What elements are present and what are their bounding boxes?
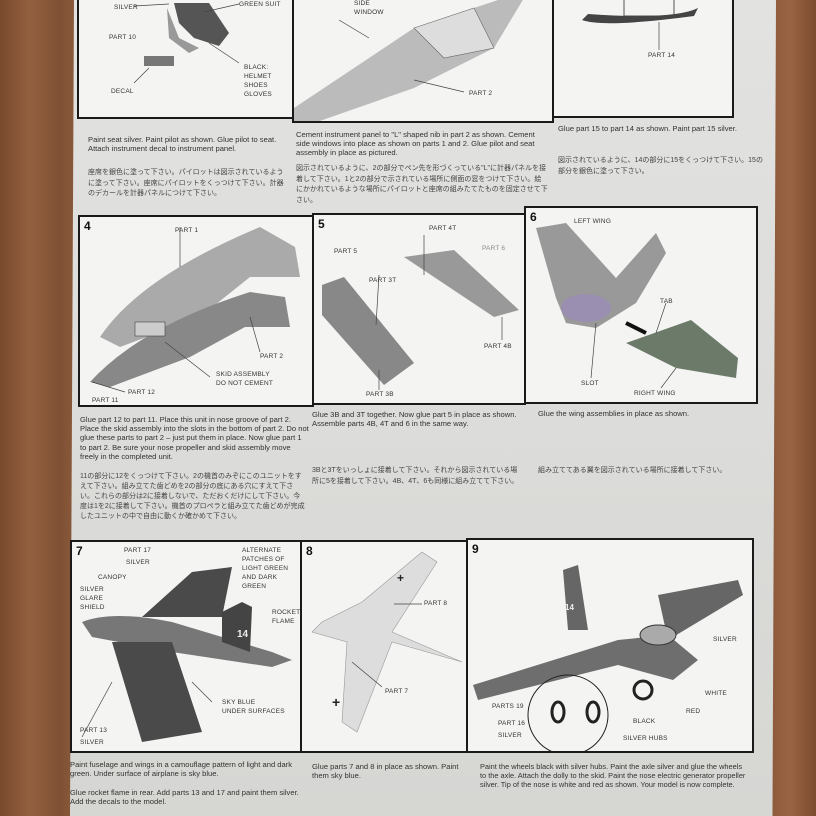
- step-4-panel: 4 PART 1 PART 2 SKID ASSEMBLY DO NOT CEM…: [78, 215, 314, 407]
- callout-label: DO NOT CEMENT: [216, 380, 274, 387]
- callout-label: GLOVES: [244, 91, 272, 98]
- step-4-instructions: Glue part 12 to part 11. Place this unit…: [80, 415, 309, 461]
- callout-label: UNDER SURFACES: [222, 708, 285, 715]
- callout-label: PART 2: [260, 353, 284, 360]
- step-6-instructions-japanese: 組み立ててある翼を図示されている場所に接着して下さい。: [538, 467, 727, 474]
- callout-label: SKID ASSEMBLY: [216, 371, 270, 378]
- callout-label: SILVER: [126, 559, 150, 566]
- fin-number-14: 14: [237, 629, 249, 640]
- callout-label: SHIELD: [80, 604, 105, 611]
- callout-label: RIGHT WING: [634, 390, 676, 397]
- callout-label: SIDE: [354, 0, 370, 7]
- step-5-panel: 5 PART 5 PART 3T PART 4T PART 6 PART 4B …: [312, 213, 526, 405]
- callout-label: TAB: [660, 298, 673, 305]
- completed-model-illustration: 14: [473, 565, 743, 751]
- callout-label: SILVER: [80, 739, 104, 746]
- callout-label: SILVER: [114, 4, 138, 11]
- step-2-instructions-japanese: 図示されているように、2の部分でペン先を形づくっている"L"に計器パネルを接着し…: [296, 165, 548, 204]
- step-number: 8: [306, 544, 313, 558]
- callout-label: PART 13: [80, 727, 108, 734]
- callout-label: HELMET: [244, 73, 272, 80]
- callout-label: PART 8: [424, 600, 448, 607]
- fuselage-assembly-illustration: [90, 227, 300, 393]
- step-3-instructions-japanese: 図示されているように、14の部分に15をくっつけて下さい。15の部分を銀色に塗っ…: [558, 157, 763, 175]
- callout-label: GREEN: [242, 583, 267, 590]
- callout-label: LIGHT GREEN: [242, 565, 289, 572]
- callout-label: PART 1: [175, 227, 199, 234]
- callout-label: PART 14: [648, 52, 676, 59]
- step-8-instructions: Glue parts 7 and 8 in place as shown. Pa…: [312, 762, 459, 781]
- fin-number-14: 14: [565, 603, 574, 612]
- svg-text:+: +: [397, 571, 404, 585]
- tail-fin-illustration: [322, 235, 519, 390]
- seat-pilot-illustration: [133, 3, 240, 84]
- step-number: 9: [472, 542, 479, 556]
- callout-label: PART 12: [128, 389, 156, 396]
- callout-label: PART 11: [92, 397, 119, 404]
- callout-label: PART 5: [334, 248, 358, 255]
- camouflaged-plane-illustration: 14: [81, 567, 292, 742]
- callout-label: ALTERNATE: [242, 547, 282, 554]
- callout-label: SLOT: [581, 380, 599, 387]
- callout-label: WINDOW: [354, 9, 384, 16]
- step-1-instructions: Paint seat silver. Paint pilot as shown.…: [88, 135, 277, 154]
- callout-label: PART 2: [469, 90, 493, 97]
- callout-label: SILVER: [713, 636, 737, 643]
- callout-label: PATCHES OF: [242, 556, 285, 563]
- callout-label: RED: [686, 708, 701, 715]
- step-9-panel: 9 14 SILVER WHITE RED PARTS 19 PART 16 S…: [466, 538, 754, 753]
- step-1-instructions-japanese: 座席を銀色に塗って下さい。パイロットは図示されているように塗って下さい。座席にパ…: [88, 169, 284, 197]
- callout-label: PARTS 19: [492, 703, 524, 710]
- step-7-panel: 7 14 PART 17 SILVER CANOPY SILVER GLARE …: [70, 540, 302, 753]
- callout-label: DECAL: [111, 88, 134, 95]
- step-8-panel: 8 ++ PART 8 PART 7: [300, 540, 468, 753]
- step-2-panel: SIDE WINDOW PART 2: [292, 0, 554, 123]
- callout-label: SHOES: [244, 82, 268, 89]
- callout-label: PART 16: [498, 720, 526, 727]
- callout-label: PART 4B: [484, 343, 512, 350]
- callout-label: GLARE: [80, 595, 104, 602]
- skid-illustration: [582, 0, 698, 50]
- step-6-panel: 6 LEFT WING TAB SLOT RIGHT WING: [524, 206, 758, 404]
- step-7-instructions-2: Glue rocket flame in rear. Add parts 13 …: [70, 788, 299, 807]
- step-number: 7: [76, 544, 83, 558]
- step-number: 6: [530, 210, 537, 224]
- callout-label: FLAME: [272, 618, 295, 625]
- step-number: 5: [318, 217, 325, 231]
- callout-label: SILVER HUBS: [623, 735, 668, 742]
- callout-label: PART 17: [124, 547, 152, 554]
- callout-label: GREEN SUIT: [239, 1, 281, 8]
- callout-label: PART 7: [385, 688, 409, 695]
- step-5-instructions: Glue 3B and 3T together. Now glue part 5…: [312, 410, 517, 429]
- callout-label: LEFT WING: [574, 218, 612, 225]
- callout-label: WHITE: [705, 690, 727, 697]
- step-3-instructions: Glue part 15 to part 14 as shown. Paint …: [558, 124, 737, 133]
- callout-label: BLACK: [633, 718, 656, 725]
- callout-label: AND DARK: [242, 574, 278, 581]
- wing-attachment-illustration: [536, 223, 738, 389]
- callout-label: CANOPY: [98, 574, 127, 581]
- step-number: 4: [84, 219, 91, 233]
- callout-label: SKY BLUE: [222, 699, 256, 706]
- callout-label: BLACK:: [244, 64, 269, 71]
- callout-label: PART 3B: [366, 391, 394, 398]
- step-1-panel: SILVER GREEN SUIT PART 10 DECAL BLACK: H…: [77, 0, 294, 119]
- svg-text:+: +: [332, 694, 340, 710]
- step-6-instructions: Glue the wing assemblies in place as sho…: [538, 409, 690, 418]
- fuselage-half-illustration: [294, 0, 523, 121]
- callout-label: PART 10: [109, 34, 137, 41]
- callout-label: ROCKET: [272, 609, 301, 616]
- step-3-panel: PART 14: [552, 0, 734, 118]
- step-7-instructions: Paint fuselage and wings in a camouflage…: [70, 760, 293, 779]
- callout-label: PART 3T: [369, 277, 397, 284]
- callout-label: SILVER: [80, 586, 104, 593]
- step-2-instructions: Cement instrument panel to "L" shaped ni…: [296, 130, 535, 158]
- callout-label: PART 6: [482, 245, 506, 252]
- step-4-instructions-japanese: 11の部分に12をくっつけて下さい。2の機首のみぞにこのユニットをすえて下さい。…: [80, 473, 305, 520]
- sky-blue-underside-illustration: ++: [311, 551, 463, 733]
- step-9-instructions: Paint the wheels black with silver hubs.…: [480, 762, 746, 790]
- step-5-instructions-japanese: 3Bと3Tをいっしょに接着して下さい。それから図示されている場所に5を接着して下…: [312, 467, 519, 485]
- callout-label: PART 4T: [429, 225, 457, 232]
- callout-label: SILVER: [498, 732, 522, 739]
